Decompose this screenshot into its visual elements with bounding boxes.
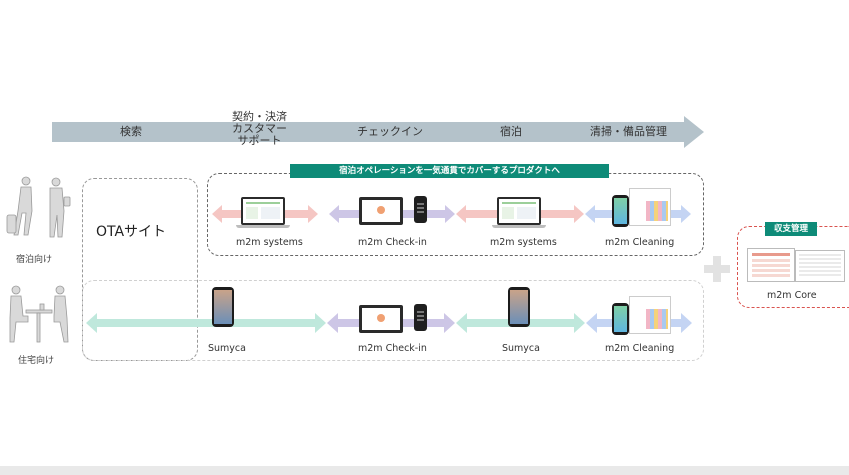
stage-stay: 宿泊 — [500, 125, 522, 138]
segment-lodging-label: 宿泊向け — [16, 255, 53, 265]
product-m2m-core: m2m Core — [767, 290, 817, 301]
smart-lock-icon-2 — [414, 304, 427, 331]
product-m2m-checkin-2: m2m Check-in — [358, 343, 427, 354]
residential-operations-box — [82, 280, 704, 361]
product-m2m-cleaning-1: m2m Cleaning — [605, 237, 675, 248]
plus-icon — [704, 256, 730, 282]
stage-contract-text: 契約・決済 カスタマー サポート — [232, 110, 287, 147]
core-badge: 収支管理 — [765, 222, 817, 236]
product-m2m-cleaning-2: m2m Cleaning — [605, 343, 675, 354]
sumyca-phone-1 — [212, 287, 234, 327]
ota-site-label: OTAサイト — [96, 224, 167, 240]
product-sumyca-1: Sumyca — [208, 343, 246, 354]
bottom-scroll-strip — [0, 466, 849, 475]
stage-cleaning-supplies: 清掃・備品管理 — [590, 125, 667, 138]
stage-search: 検索 — [120, 125, 142, 138]
residents-illustration — [9, 285, 69, 343]
segment-residential-label: 住宅向け — [18, 356, 55, 366]
product-m2m-systems-1: m2m systems — [236, 237, 303, 248]
travelers-illustration — [6, 176, 71, 238]
product-sumyca-2: Sumyca — [502, 343, 540, 354]
stage-checkin: チェックイン — [357, 125, 423, 138]
sumyca-phone-2 — [508, 287, 530, 327]
product-m2m-checkin-1: m2m Check-in — [358, 237, 427, 248]
smart-lock-icon — [414, 196, 427, 223]
process-flow-arrow — [52, 116, 704, 148]
product-m2m-systems-2: m2m systems — [490, 237, 557, 248]
operations-banner: 宿泊オペレーションを一気通貫でカバーするプロダクトへ — [290, 164, 609, 178]
stage-contract-payment-support: 契約・決済 カスタマー サポート — [232, 111, 287, 147]
